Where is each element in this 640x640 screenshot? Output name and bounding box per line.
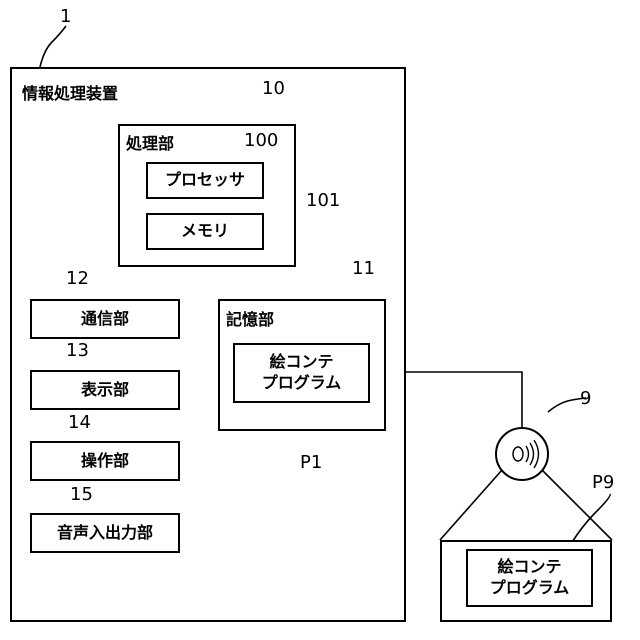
audio-io-box: 音声入出力部 — [30, 513, 180, 553]
external-program-ref: P9 — [592, 472, 614, 493]
external-program-box: 絵コンテ プログラム — [466, 549, 593, 607]
memory-ref: 101 — [306, 190, 340, 211]
program-line2: プログラム — [262, 373, 342, 394]
memory-box: メモリ — [146, 213, 264, 250]
device-title: 情報処理装置 — [22, 80, 118, 104]
disc-icon — [496, 428, 548, 480]
leader-line-1 — [40, 26, 66, 67]
storyboard-program-box: 絵コンテ プログラム — [233, 343, 370, 403]
communication-ref: 12 — [66, 268, 89, 289]
processing-ref: 10 — [262, 78, 285, 99]
program-line1: 絵コンテ — [269, 352, 333, 373]
display-box: 表示部 — [30, 370, 180, 410]
disc-to-program-line — [386, 372, 522, 430]
display-ref: 13 — [66, 340, 89, 361]
external-program-line2: プログラム — [490, 578, 570, 599]
operation-ref: 14 — [68, 412, 91, 433]
disc-ref: 9 — [580, 388, 591, 409]
processor-ref: 100 — [244, 130, 278, 151]
device-ref: 1 — [60, 6, 71, 27]
operation-box: 操作部 — [30, 441, 180, 481]
external-program-line1: 絵コンテ — [497, 557, 561, 578]
audio-io-ref: 15 — [70, 484, 93, 505]
processor-box: プロセッサ — [146, 162, 264, 199]
storage-title: 記憶部 — [226, 306, 274, 330]
program-ref: P1 — [300, 452, 322, 473]
communication-box: 通信部 — [30, 299, 180, 339]
projection-left — [440, 470, 502, 540]
storage-ref: 11 — [352, 258, 375, 279]
processing-title: 処理部 — [126, 130, 174, 154]
